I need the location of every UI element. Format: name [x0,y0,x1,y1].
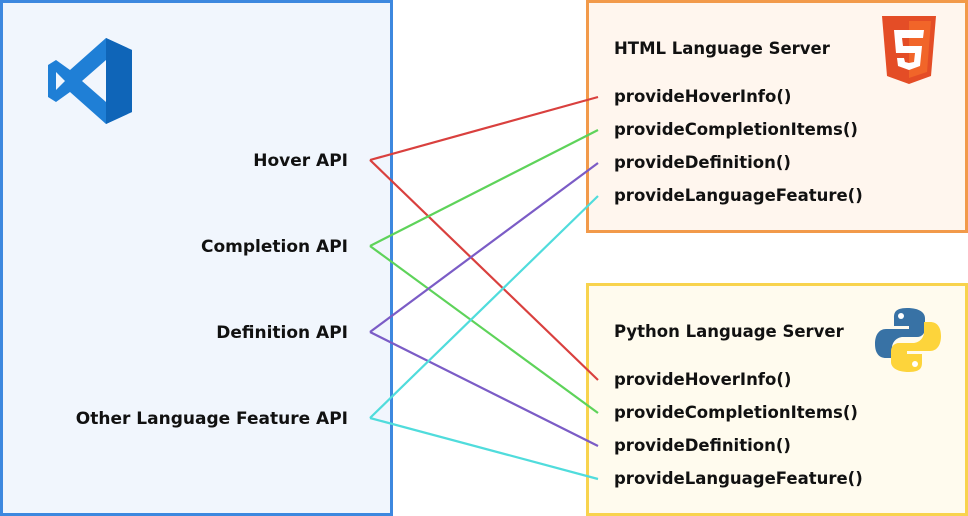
python-method-definition: provideDefinition() [614,436,791,455]
api-label-definition: Definition API [216,323,348,343]
html-method-hover: provideHoverInfo() [614,87,792,106]
python-method-language-feature: provideLanguageFeature() [614,469,863,488]
html-server-title: HTML Language Server [614,39,830,58]
html-method-definition: provideDefinition() [614,153,791,172]
connector-hover-to-python [369,159,599,381]
html-method-completion: provideCompletionItems() [614,120,858,139]
connector-completion-to-html [369,129,599,247]
python-method-completion: provideCompletionItems() [614,403,858,422]
vscode-logo-icon [48,38,132,124]
python-logo-icon [875,308,941,372]
connector-completion-to-python [369,245,599,414]
connector-other-language-feature-to-python [369,416,599,481]
api-label-completion: Completion API [201,237,348,257]
api-label-other-language-feature: Other Language Feature API [75,409,348,429]
connector-other-language-feature-to-html [369,195,599,419]
connector-definition-to-python [369,331,599,447]
api-label-hover: Hover API [253,151,348,171]
html-method-language-feature: provideLanguageFeature() [614,186,863,205]
html5-logo-icon [882,16,936,84]
connector-definition-to-html [369,162,599,333]
python-server-title: Python Language Server [614,322,844,341]
python-method-hover: provideHoverInfo() [614,370,792,389]
connector-hover-to-html [369,95,599,162]
